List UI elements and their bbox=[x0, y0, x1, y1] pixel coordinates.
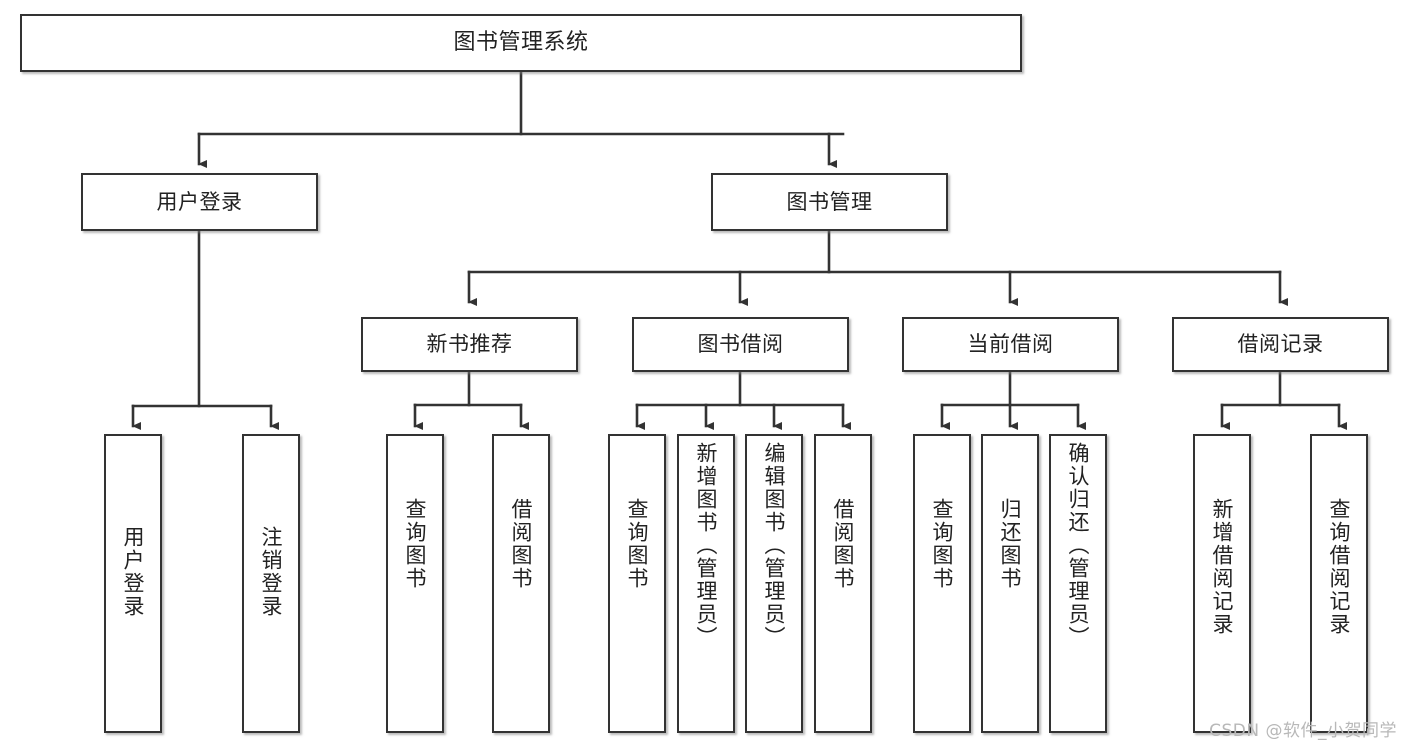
node-label: 查询图书 bbox=[625, 498, 650, 590]
node-label: 借阅图书 bbox=[509, 498, 534, 590]
node-label: 图书借阅 bbox=[697, 332, 784, 357]
node-book-management[interactable]: 图书管理 bbox=[711, 173, 948, 231]
node-label: 注销登录 bbox=[259, 526, 284, 618]
node-label: 用户登录 bbox=[121, 526, 146, 618]
node-user-login[interactable]: 用户登录 bbox=[81, 173, 318, 231]
node-label: 归还图书 bbox=[998, 498, 1023, 590]
node-label: 编辑图书（管理员） bbox=[762, 442, 787, 649]
leaf-user-login[interactable]: 用户登录 bbox=[104, 434, 162, 733]
node-borrow-records[interactable]: 借阅记录 bbox=[1172, 317, 1389, 372]
leaf-borrow-book-recommend[interactable]: 借阅图书 bbox=[492, 434, 550, 733]
node-current-borrow[interactable]: 当前借阅 bbox=[902, 317, 1119, 372]
watermark-text: CSDN @软件_小贺同学 bbox=[1209, 721, 1397, 741]
node-label: 图书管理 bbox=[786, 189, 873, 214]
node-label: 确认归还（管理员） bbox=[1066, 442, 1091, 649]
node-label: 新增图书（管理员） bbox=[694, 442, 719, 649]
node-label: 当前借阅 bbox=[967, 332, 1054, 357]
leaf-edit-book-admin[interactable]: 编辑图书（管理员） bbox=[745, 434, 803, 733]
node-label: 借阅图书 bbox=[831, 498, 856, 590]
leaf-query-book-current[interactable]: 查询图书 bbox=[913, 434, 971, 733]
leaf-borrow-book[interactable]: 借阅图书 bbox=[814, 434, 872, 733]
leaf-add-book-admin[interactable]: 新增图书（管理员） bbox=[677, 434, 735, 733]
node-label: 查询借阅记录 bbox=[1327, 498, 1352, 636]
leaf-query-book-recommend[interactable]: 查询图书 bbox=[386, 434, 444, 733]
leaf-confirm-return-admin[interactable]: 确认归还（管理员） bbox=[1049, 434, 1107, 733]
node-label: 新增借阅记录 bbox=[1210, 498, 1235, 636]
node-label: 用户登录 bbox=[156, 189, 243, 214]
leaf-add-borrow-record[interactable]: 新增借阅记录 bbox=[1193, 434, 1251, 733]
node-book-borrow[interactable]: 图书借阅 bbox=[632, 317, 849, 372]
leaf-return-book[interactable]: 归还图书 bbox=[981, 434, 1039, 733]
node-label: 借阅记录 bbox=[1237, 332, 1324, 357]
node-new-book-recommend[interactable]: 新书推荐 bbox=[361, 317, 578, 372]
node-label: 查询图书 bbox=[403, 498, 428, 590]
leaf-logout[interactable]: 注销登录 bbox=[242, 434, 300, 733]
node-label: 图书管理系统 bbox=[453, 30, 589, 56]
node-label: 新书推荐 bbox=[426, 332, 513, 357]
leaf-query-borrow-record[interactable]: 查询借阅记录 bbox=[1310, 434, 1368, 733]
node-label: 查询图书 bbox=[930, 498, 955, 590]
node-root-library-system[interactable]: 图书管理系统 bbox=[20, 14, 1022, 72]
leaf-query-book-borrow[interactable]: 查询图书 bbox=[608, 434, 666, 733]
